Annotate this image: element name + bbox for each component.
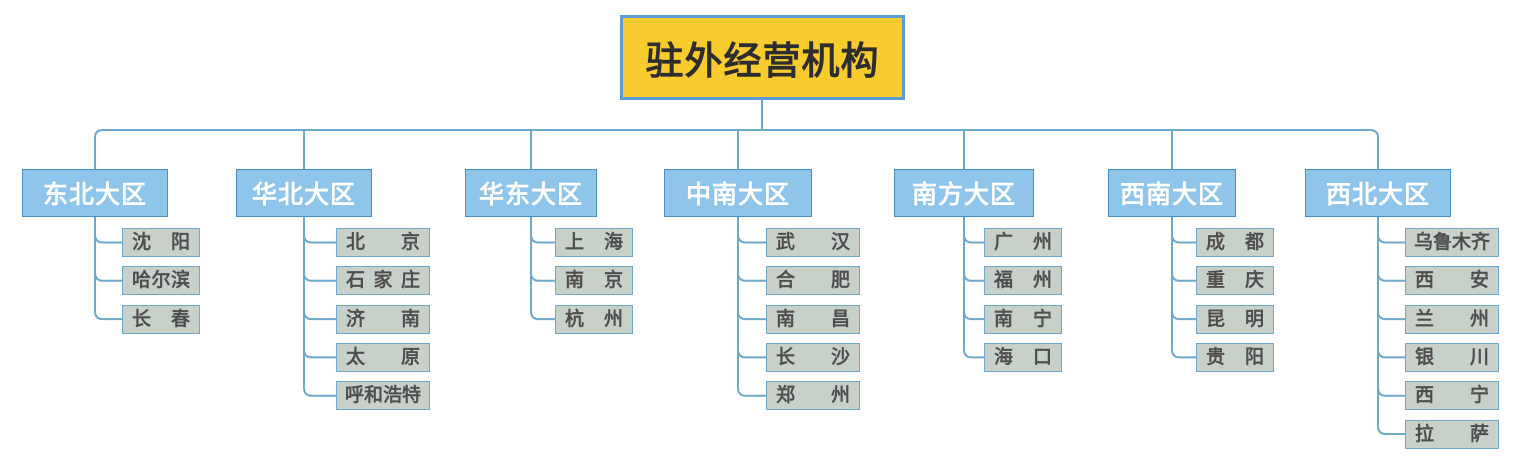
city-node[interactable]: 南京: [555, 266, 633, 295]
city-node-label: 长春: [132, 308, 190, 330]
city-node[interactable]: 合肥: [766, 266, 860, 295]
city-node-label: 上海: [565, 231, 623, 253]
city-node[interactable]: 银川: [1405, 343, 1499, 372]
city-node[interactable]: 长沙: [766, 343, 860, 372]
city-node-label: 西安: [1415, 269, 1489, 291]
city-node[interactable]: 上海: [555, 228, 633, 257]
city-node[interactable]: 兰州: [1405, 305, 1499, 334]
city-node[interactable]: 南昌: [766, 305, 860, 334]
region-node-3[interactable]: 华东大区: [465, 169, 597, 217]
city-node-label: 长沙: [776, 346, 850, 368]
city-node-label: 兰州: [1415, 308, 1489, 330]
city-node[interactable]: 成都: [1196, 228, 1274, 257]
city-node-label: 南昌: [776, 308, 850, 330]
city-node[interactable]: 郑州: [766, 381, 860, 410]
city-node-label: 福州: [994, 269, 1052, 291]
city-node[interactable]: 太原: [336, 343, 430, 372]
city-node[interactable]: 海口: [984, 343, 1062, 372]
city-node-label: 石家庄: [346, 269, 420, 291]
city-node[interactable]: 西宁: [1405, 381, 1499, 410]
root-node-driving-organization[interactable]: 驻外经营机构: [620, 15, 905, 100]
city-node[interactable]: 拉萨: [1405, 420, 1499, 449]
city-node-label: 南京: [565, 269, 623, 291]
city-node-label: 哈尔滨: [132, 269, 190, 291]
region-node-label: 中南大区: [685, 180, 790, 209]
city-node[interactable]: 昆明: [1196, 305, 1274, 334]
region-node-6[interactable]: 西南大区: [1108, 169, 1236, 217]
city-node[interactable]: 重庆: [1196, 266, 1274, 295]
region-node-4[interactable]: 中南大区: [664, 169, 812, 217]
region-node-label: 西北大区: [1325, 180, 1430, 209]
city-node[interactable]: 贵阳: [1196, 343, 1274, 372]
city-node-label: 昆明: [1206, 308, 1264, 330]
city-node[interactable]: 广州: [984, 228, 1062, 257]
city-node[interactable]: 石家庄: [336, 266, 430, 295]
root-node-label: 驻外经营机构: [645, 39, 880, 83]
city-node-label: 济南: [346, 308, 420, 330]
city-node-label: 重庆: [1206, 269, 1264, 291]
city-node-label: 北京: [346, 231, 420, 253]
city-node[interactable]: 北京: [336, 228, 430, 257]
city-node[interactable]: 西安: [1405, 266, 1499, 295]
region-node-label: 西南大区: [1119, 180, 1224, 209]
city-node-label: 海口: [994, 346, 1052, 368]
city-node-label: 杭州: [565, 308, 623, 330]
city-node-label: 成都: [1206, 231, 1264, 253]
city-node[interactable]: 沈阳: [122, 228, 200, 257]
region-node-label: 南方大区: [911, 180, 1016, 209]
city-node-label: 贵阳: [1206, 346, 1264, 368]
region-node-1[interactable]: 东北大区: [22, 169, 168, 217]
region-node-label: 华北大区: [251, 180, 356, 209]
city-node[interactable]: 乌鲁木齐: [1405, 228, 1499, 257]
city-node[interactable]: 哈尔滨: [122, 266, 200, 295]
region-node-label: 华东大区: [478, 180, 583, 209]
city-node-label: 乌鲁木齐: [1413, 231, 1490, 253]
city-node-label: 南宁: [994, 308, 1052, 330]
region-node-2[interactable]: 华北大区: [236, 169, 372, 217]
city-node-label: 合肥: [776, 269, 850, 291]
city-node-label: 沈阳: [132, 231, 190, 253]
city-node[interactable]: 福州: [984, 266, 1062, 295]
city-node[interactable]: 长春: [122, 305, 200, 334]
city-node-label: 广州: [994, 231, 1052, 253]
city-node[interactable]: 南宁: [984, 305, 1062, 334]
region-node-5[interactable]: 南方大区: [894, 169, 1034, 217]
city-node-label: 拉萨: [1415, 423, 1489, 445]
city-node[interactable]: 呼和浩特: [336, 381, 430, 410]
city-node-label: 武汉: [776, 231, 850, 253]
region-node-label: 东北大区: [42, 180, 147, 209]
city-node-label: 西宁: [1415, 384, 1489, 406]
city-node-label: 太原: [346, 346, 420, 368]
city-node-label: 呼和浩特: [344, 384, 421, 406]
city-node[interactable]: 济南: [336, 305, 430, 334]
region-node-7[interactable]: 西北大区: [1305, 169, 1451, 217]
city-node-label: 郑州: [776, 384, 850, 406]
city-node-label: 银川: [1415, 346, 1489, 368]
city-node[interactable]: 武汉: [766, 228, 860, 257]
city-node[interactable]: 杭州: [555, 305, 633, 334]
